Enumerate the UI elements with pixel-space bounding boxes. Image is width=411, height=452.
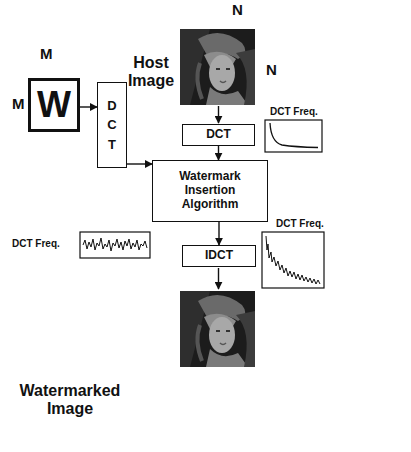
flow-arrow xyxy=(218,146,219,160)
plot-label: DCT Freq. xyxy=(276,218,324,229)
process-box: Watermark Insertion Algorithm xyxy=(152,160,268,222)
flow-arrow xyxy=(218,268,219,289)
process-box: D C T xyxy=(97,82,127,168)
flow-arrow xyxy=(127,163,152,164)
host-image xyxy=(180,29,255,105)
box-text: DCT xyxy=(206,128,231,142)
spectrum-plot xyxy=(265,120,322,152)
watermarked-image xyxy=(180,291,255,367)
image-label: Watermarked Image xyxy=(14,382,126,417)
flow-arrow xyxy=(80,106,97,107)
dimension-label: M xyxy=(40,46,53,63)
flow-arrow xyxy=(218,106,219,123)
plot-label: DCT Freq. xyxy=(270,106,318,117)
box-text: Watermark Insertion Algorithm xyxy=(165,170,255,211)
image-label: Host Image xyxy=(120,54,182,89)
box-text: IDCT xyxy=(205,249,233,263)
dimension-label: M xyxy=(12,96,25,113)
watermark-logo-box: W xyxy=(28,78,80,132)
flow-arrow xyxy=(218,222,219,245)
dimension-label: N xyxy=(266,62,277,79)
dimension-label: N xyxy=(232,2,243,19)
spectrum-plot xyxy=(262,232,324,288)
process-box: DCT xyxy=(182,124,255,146)
box-text: W xyxy=(37,84,71,125)
plot-label: DCT Freq. xyxy=(12,238,60,249)
box-text: D C T xyxy=(106,96,119,155)
spectrum-plot xyxy=(80,232,150,258)
process-box: IDCT xyxy=(182,245,256,267)
